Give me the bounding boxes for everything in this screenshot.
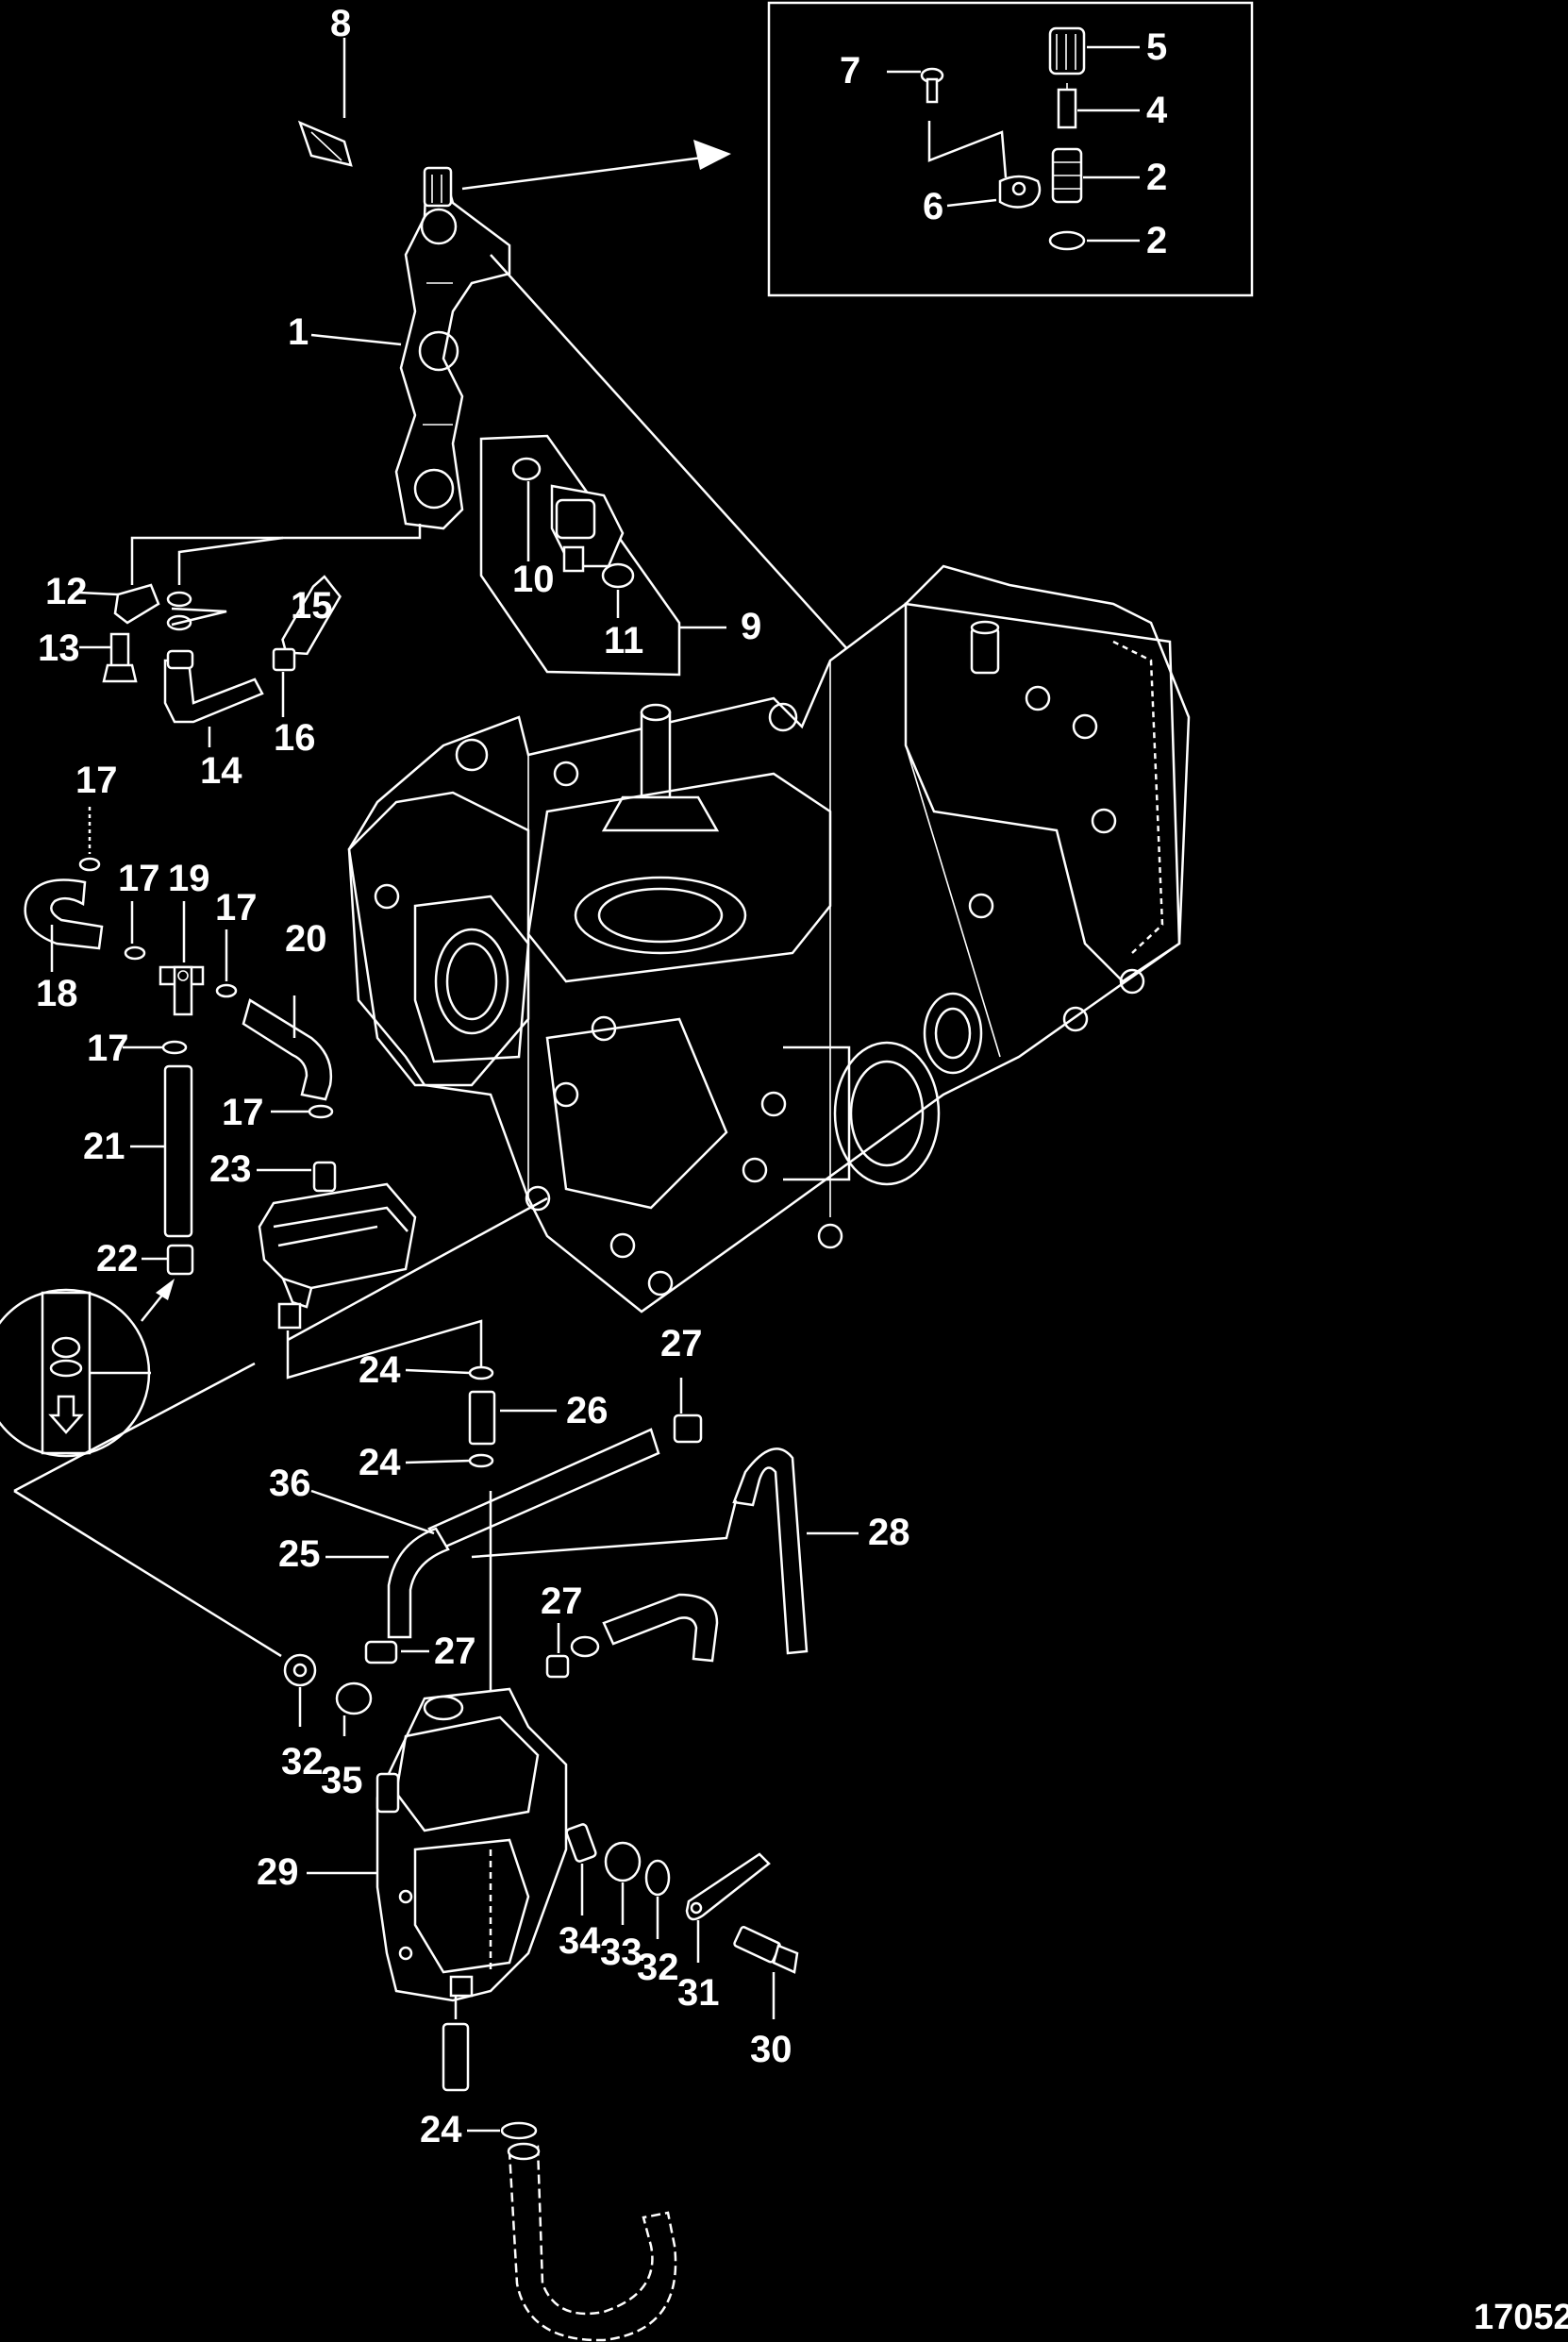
grommet-33 <box>604 1841 642 1882</box>
callout-31: 31 <box>677 1972 720 2014</box>
callout-27: 27 <box>434 1631 476 1672</box>
fuel-filter-assembly-29 <box>375 1687 568 2002</box>
fuel-rail <box>394 166 511 530</box>
fitting-part <box>1051 147 1083 204</box>
callout-24: 24 <box>359 1442 401 1483</box>
callout-15: 15 <box>291 585 333 627</box>
callout-17: 17 <box>222 1092 264 1133</box>
callout-1: 1 <box>288 311 309 353</box>
filter-22 <box>166 1244 194 1276</box>
bracket-31 <box>685 1852 771 1921</box>
bolt-13 <box>102 632 138 683</box>
clip-part <box>998 175 1042 209</box>
callout-4: 4 <box>1146 90 1168 131</box>
callout-16: 16 <box>274 717 316 759</box>
callout-13: 13 <box>38 627 80 669</box>
callout-28: 28 <box>868 1512 910 1553</box>
callout-14: 14 <box>200 750 242 792</box>
grommet-35 <box>335 1681 373 1715</box>
callout-33: 33 <box>600 1932 642 1973</box>
callout-17: 17 <box>118 858 160 899</box>
callout-36: 36 <box>269 1463 311 1504</box>
figure-number: 17052 <box>1474 2298 1568 2337</box>
engine-block <box>347 564 1191 1313</box>
cap-part <box>1048 26 1086 75</box>
hose-26 <box>468 1390 496 1446</box>
o-ring-part <box>1048 230 1086 251</box>
callout-17: 17 <box>75 760 118 801</box>
callout-9: 9 <box>741 606 761 647</box>
callout-7: 7 <box>840 50 860 92</box>
callout-10: 10 <box>512 559 555 600</box>
callout-25: 25 <box>278 1533 321 1575</box>
hose-20 <box>242 998 333 1101</box>
callout-2: 2 <box>1146 157 1167 198</box>
hose-25 <box>387 1527 450 1639</box>
callout-17: 17 <box>87 1028 129 1069</box>
callout-24: 24 <box>359 1349 401 1391</box>
hose-36 <box>427 1428 660 1549</box>
valve-core-part <box>1057 83 1077 129</box>
callout-19: 19 <box>168 858 210 899</box>
callout-30: 30 <box>750 2029 792 2070</box>
callout-8: 8 <box>330 3 351 44</box>
washer-32b <box>644 1859 671 1897</box>
clamp-bracket <box>113 583 160 625</box>
callout-26: 26 <box>566 1390 609 1431</box>
callout-23: 23 <box>209 1148 252 1190</box>
detail-inset: 5 4 2 2 7 6 <box>767 1 1254 297</box>
injector-detail <box>479 434 726 677</box>
tee-fitting-19 <box>158 965 205 1016</box>
callout-12: 12 <box>45 571 88 612</box>
callout-35: 35 <box>321 1760 363 1801</box>
callout-27: 27 <box>541 1581 583 1622</box>
callout-21: 21 <box>83 1126 125 1167</box>
bleed-fitting <box>297 120 353 167</box>
elbow-hose <box>602 1593 719 1663</box>
callout-2: 2 <box>1146 220 1167 261</box>
outlet-hose <box>507 2142 677 2342</box>
hose-21 <box>163 1064 193 1238</box>
callout-24: 24 <box>420 2109 462 2150</box>
elbow-tube <box>163 649 264 724</box>
callout-27: 27 <box>660 1323 703 1364</box>
callout-32: 32 <box>281 1741 324 1782</box>
screw-part <box>920 67 944 104</box>
bolt-30 <box>733 1926 799 1974</box>
hose-connector <box>442 2022 470 2092</box>
washer-32 <box>283 1653 317 1687</box>
callout-5: 5 <box>1146 26 1167 68</box>
callout-20: 20 <box>285 918 327 960</box>
callout-18: 18 <box>36 973 78 1014</box>
callout-32: 32 <box>637 1947 679 1988</box>
hose-28 <box>732 1447 809 1655</box>
flow-direction-detail <box>0 1288 151 1458</box>
callout-11: 11 <box>604 620 643 661</box>
callout-22: 22 <box>96 1238 139 1280</box>
callout-6: 6 <box>923 186 943 227</box>
vapor-separator-23 <box>258 1161 417 1330</box>
callout-17: 17 <box>215 887 258 928</box>
hose-18 <box>24 878 104 950</box>
callout-34: 34 <box>559 1920 601 1962</box>
callout-29: 29 <box>257 1851 299 1893</box>
